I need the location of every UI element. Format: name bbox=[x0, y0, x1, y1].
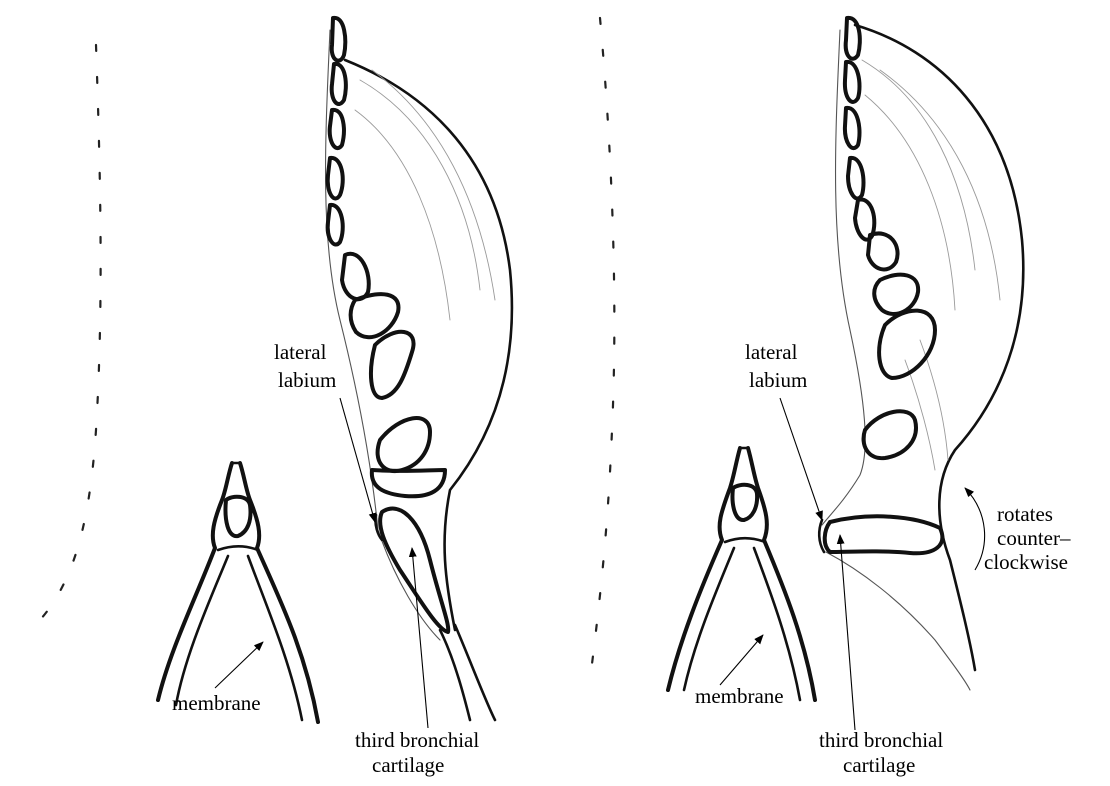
right-lateral-labium-label-line1: lateral bbox=[745, 340, 798, 364]
right-lateral-labium-arrow bbox=[780, 398, 822, 520]
right-membrane-bronchus bbox=[668, 448, 815, 700]
left-third-bronchial-label-line1: third bronchial bbox=[355, 728, 479, 752]
left-membrane-label: membrane bbox=[172, 691, 261, 715]
right-lateral-labium-label-line2: labium bbox=[749, 368, 807, 392]
left-outer-wall-dashed bbox=[40, 45, 101, 620]
right-third-bronchial-label-line1: third bronchial bbox=[819, 728, 943, 752]
right-outer-wall-dashed bbox=[590, 18, 614, 680]
right-panel: lateral labium membrane third bronchial … bbox=[590, 18, 1071, 777]
left-lateral-labium-label-line1: lateral bbox=[274, 340, 327, 364]
rotates-label-line3: clockwise bbox=[984, 550, 1068, 574]
right-membrane-label: membrane bbox=[695, 684, 784, 708]
left-panel: lateral labium membrane third bronchial … bbox=[40, 18, 512, 777]
left-membrane-arrow bbox=[215, 642, 263, 688]
left-membrane-bronchus bbox=[158, 463, 318, 722]
left-third-bronchial-arrow bbox=[412, 548, 428, 728]
left-third-bronchial-label-line2: cartilage bbox=[372, 753, 444, 777]
rotates-label-line1: rotates bbox=[997, 502, 1053, 526]
counterclockwise-rotation-arrow bbox=[965, 488, 985, 570]
left-wall-outer-curve bbox=[345, 60, 512, 630]
right-third-bronchial-label-line2: cartilage bbox=[843, 753, 915, 777]
left-lateral-labium-label-line2: labium bbox=[278, 368, 336, 392]
left-lateral-labium-arrow bbox=[340, 398, 375, 522]
rotates-label-line2: counter– bbox=[997, 526, 1071, 550]
right-membrane-arrow bbox=[720, 635, 763, 685]
